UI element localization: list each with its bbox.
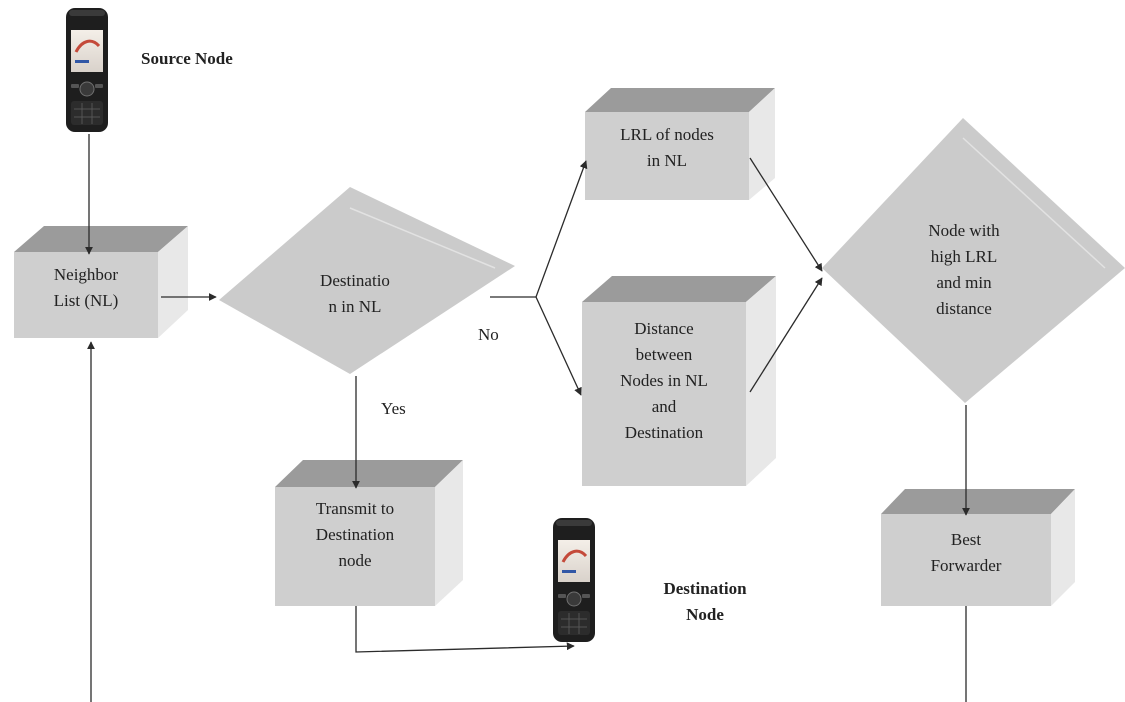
neighbor-list-box: [14, 226, 188, 338]
best-node-decision-line: Node with: [928, 221, 1000, 240]
destination-phone-icon: [553, 518, 595, 642]
best-node-decision-line: and min: [936, 273, 992, 292]
destination-decision-line: Destinatio: [320, 271, 390, 290]
arrow-lrl-to-best-decision: [749, 157, 823, 272]
transmit-line: Destination: [315, 525, 395, 544]
neighbor-list-line: List (NL): [53, 291, 119, 310]
source-phone-icon: [66, 8, 108, 132]
destination-node-label: Destination Node: [650, 576, 760, 628]
arrow-transmit-to-destination: [355, 606, 575, 653]
destination-decision-line: n in NL: [328, 297, 382, 316]
best-node-decision-line: distance: [936, 299, 992, 318]
lrl-box: [585, 88, 775, 200]
arrow-no-branch-to-distance: [535, 296, 582, 396]
distance-line: Distance: [634, 319, 694, 338]
best-node-decision-label: Node with high LRL and min distance: [898, 218, 1030, 322]
distance-line: Nodes in NL: [620, 371, 708, 390]
lrl-line: LRL of nodes: [620, 125, 714, 144]
transmit-label: Transmit to Destination node: [275, 496, 435, 574]
neighbor-list-label: Neighbor List (NL): [14, 262, 158, 314]
lrl-label: LRL of nodes in NL: [585, 122, 749, 174]
destination-node-line: Node: [686, 605, 724, 624]
destination-node-line: Destination: [663, 579, 747, 598]
best-node-decision-diamond: [822, 118, 1125, 403]
best-forwarder-line: Forwarder: [930, 556, 1002, 575]
transmit-line: Transmit to: [315, 499, 395, 518]
distance-line: Destination: [624, 423, 704, 442]
destination-decision-label: Destinatio n in NL: [290, 268, 420, 320]
destination-decision-diamond: [219, 187, 515, 374]
transmit-box: [275, 460, 463, 606]
yes-branch-label: Yes: [381, 399, 406, 418]
best-forwarder-line: Best: [950, 530, 982, 549]
transmit-line: node: [338, 551, 372, 570]
distance-line: between: [635, 345, 693, 364]
neighbor-list-line: Neighbor: [53, 265, 119, 284]
best-forwarder-label: Best Forwarder: [881, 527, 1051, 579]
distance-line: and: [651, 397, 677, 416]
arrow-no-branch-split: [490, 160, 588, 298]
best-forwarder-box: [881, 489, 1075, 606]
no-branch-label: No: [478, 325, 499, 344]
distance-box: [582, 276, 776, 486]
best-node-decision-line: high LRL: [930, 247, 998, 266]
source-node-label: Source Node: [141, 49, 233, 68]
arrow-distance-to-best-decision: [749, 277, 823, 393]
distance-label: Distance between Nodes in NL and Destina…: [582, 316, 746, 446]
lrl-line: in NL: [646, 151, 688, 170]
